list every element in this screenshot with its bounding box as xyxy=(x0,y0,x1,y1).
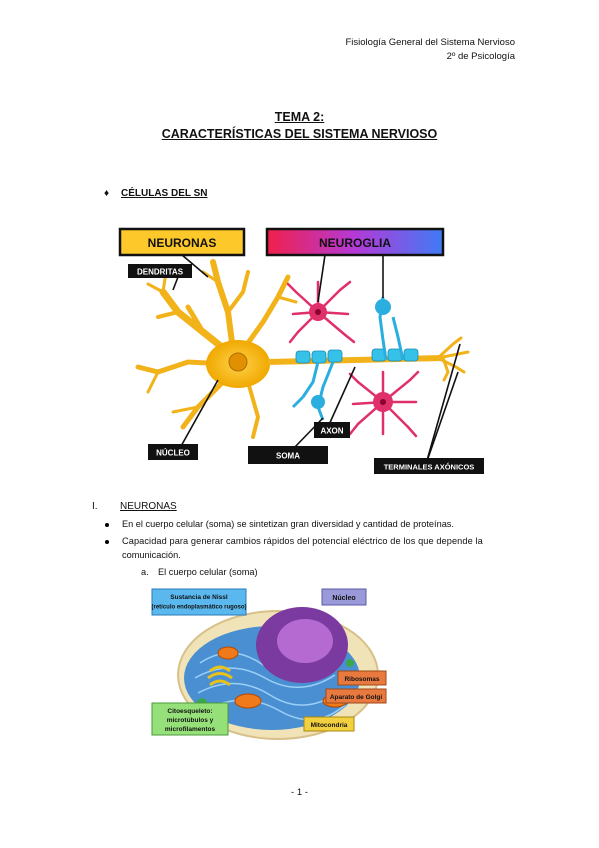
golgi-label: Aparato de Golgi xyxy=(330,694,383,701)
nucleolus-shape xyxy=(277,619,333,663)
paragraph-proteins: En el cuerpo celular (soma) se sintetiza… xyxy=(122,519,454,529)
mitochondria-shape xyxy=(217,646,348,709)
dendrites-label-box xyxy=(128,264,192,278)
golgi-label-box xyxy=(325,688,387,704)
mitochondria-label: Mitocondria xyxy=(311,722,348,729)
bullet-dot-icon xyxy=(105,523,109,527)
cytoskeleton-label-box xyxy=(151,702,229,736)
header-year: 2º de Psicología xyxy=(446,51,515,62)
cell-body-diagram: Sustancia de Nissl (retículo endoplasmát… xyxy=(140,583,400,743)
sub-heading-soma: El cuerpo celular (soma) xyxy=(158,567,258,577)
axon-terminals-shape xyxy=(436,336,470,382)
nucleus-label: Núcleo xyxy=(332,595,355,602)
pointer-lines xyxy=(172,254,461,465)
page-number: - 1 - xyxy=(291,787,308,798)
terminals-label: TERMINALES AXÓNICOS xyxy=(384,463,475,472)
mitochondria-label-box xyxy=(303,716,355,732)
paragraph-electric-cont: comunicación. xyxy=(122,550,181,560)
dendrites-label: DENDRITAS xyxy=(137,268,184,277)
nucleus-label-box xyxy=(148,444,198,460)
myelin-shape xyxy=(295,348,419,364)
terminals-label-box xyxy=(374,458,484,474)
page-subtitle: CARACTERÍSTICAS DEL SISTEMA NERVIOSO xyxy=(161,127,438,141)
page-title: TEMA 2: xyxy=(274,110,325,124)
section-heading-neurons: NEURONAS xyxy=(120,501,177,512)
nissl-label-line2: (retículo endoplasmático rugoso) xyxy=(151,605,246,611)
diamond-bullet-icon: ♦ xyxy=(104,188,110,199)
soma-label: SOMA xyxy=(276,452,300,461)
section-numeral: I. xyxy=(92,501,98,512)
header: Fisiología General del Sistema Nervioso … xyxy=(346,36,516,64)
astrocyte-shape xyxy=(286,280,420,438)
axon-label-box xyxy=(314,422,350,438)
section-heading-cells: CÉLULAS DEL SN xyxy=(121,188,208,199)
sub-letter: a. xyxy=(141,567,149,577)
ribosomes-label-box xyxy=(337,670,387,686)
axon-label: AXON xyxy=(320,427,343,436)
er-folds xyxy=(194,652,346,721)
cytoskeleton-label-line2: microtúbulos y xyxy=(167,717,214,724)
neurons-box-label: NEURONAS xyxy=(148,236,217,250)
neuroglia-box-label: NEUROGLIA xyxy=(319,236,391,250)
golgi-shape xyxy=(207,665,233,687)
neuroglia-box xyxy=(265,227,445,257)
bullet-dot-icon xyxy=(105,540,109,544)
neuron-diagram: NEURONAS NEUROGLIA DENDRITAS NÚCLEO SOMA… xyxy=(118,222,490,480)
nucleus-shape xyxy=(228,352,248,372)
nucleus-label: NÚCLEO xyxy=(156,449,190,458)
header-course: Fisiología General del Sistema Nervioso xyxy=(345,37,516,48)
nissl-label-box xyxy=(151,588,247,616)
cytoskeleton-label-line1: Citoesqueleto: xyxy=(167,708,212,715)
nucleus-label-box xyxy=(321,588,367,606)
nissl-label-line1: Sustancia de Nissl xyxy=(170,594,228,601)
soma-label-box xyxy=(248,446,328,464)
paragraph-electric: Capacidad para generar cambios rápidos d… xyxy=(122,536,483,546)
cytoskeleton-label-line3: microfilamentos xyxy=(165,726,216,733)
ribosomes-label: Ribosomas xyxy=(344,676,379,683)
